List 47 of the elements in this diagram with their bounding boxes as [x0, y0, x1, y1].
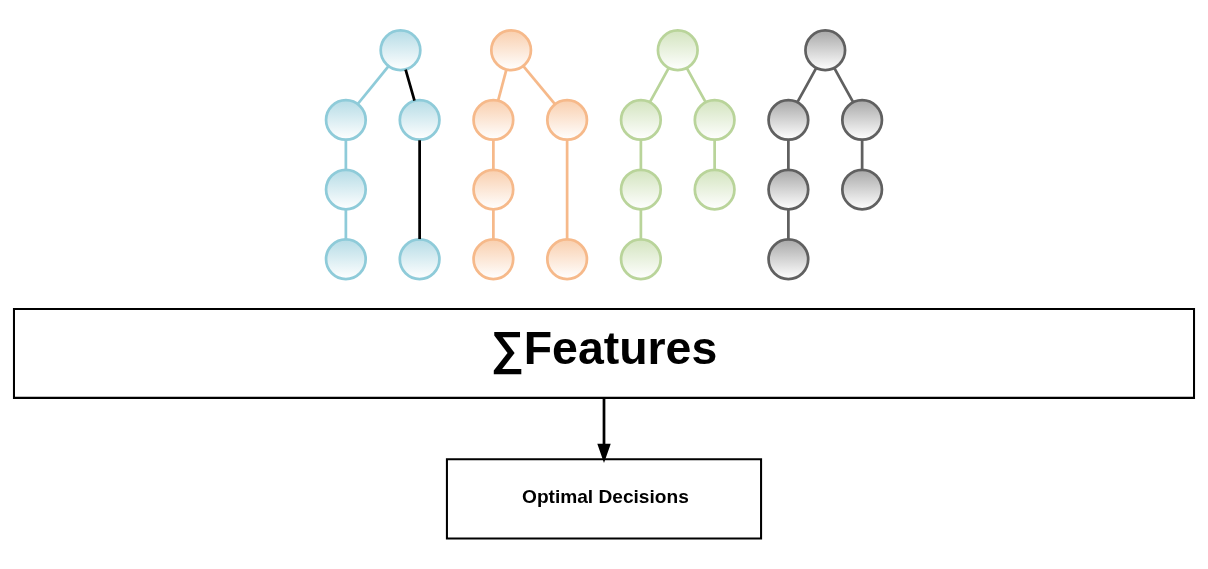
node-circle [545, 98, 589, 142]
connector [713, 139, 716, 170]
node-circle [472, 238, 515, 281]
node-circle [472, 98, 515, 142]
connector [492, 139, 495, 170]
connector [344, 139, 348, 170]
connector [344, 209, 348, 240]
connector [796, 67, 818, 103]
connector [648, 67, 670, 103]
node-circle [840, 168, 884, 211]
connector [787, 139, 790, 170]
node-circle [693, 168, 736, 211]
node-circle [398, 238, 441, 281]
node-circle [656, 29, 699, 72]
node-circle [804, 29, 847, 72]
node-circle [489, 29, 533, 72]
node-circle [619, 98, 663, 142]
connector [860, 139, 864, 170]
node-circle [379, 29, 422, 72]
connector [639, 139, 643, 170]
node-circle [324, 168, 368, 211]
node-circle [324, 238, 368, 281]
node-box: ∑Features [12, 308, 1196, 399]
node-circle [840, 98, 884, 142]
connector [492, 209, 495, 240]
connector [356, 65, 390, 105]
node-circle [693, 98, 736, 142]
connector [404, 69, 416, 101]
connector [496, 69, 508, 101]
connector [639, 209, 643, 240]
node-circle [398, 98, 441, 142]
node-circle [324, 98, 368, 142]
connector [418, 140, 421, 240]
connector [787, 209, 790, 240]
node-circle [767, 168, 810, 211]
connector [685, 67, 707, 103]
node-circle [767, 98, 810, 142]
node-circle [472, 168, 515, 211]
node-circle [545, 238, 589, 281]
connector [522, 65, 556, 105]
arrow [597, 398, 611, 463]
connector [833, 67, 855, 103]
node-box: Optimal Decisions [445, 458, 763, 540]
node-circle [767, 238, 810, 281]
node-circle [619, 168, 663, 211]
connector [565, 140, 569, 240]
node-circle [619, 238, 663, 281]
